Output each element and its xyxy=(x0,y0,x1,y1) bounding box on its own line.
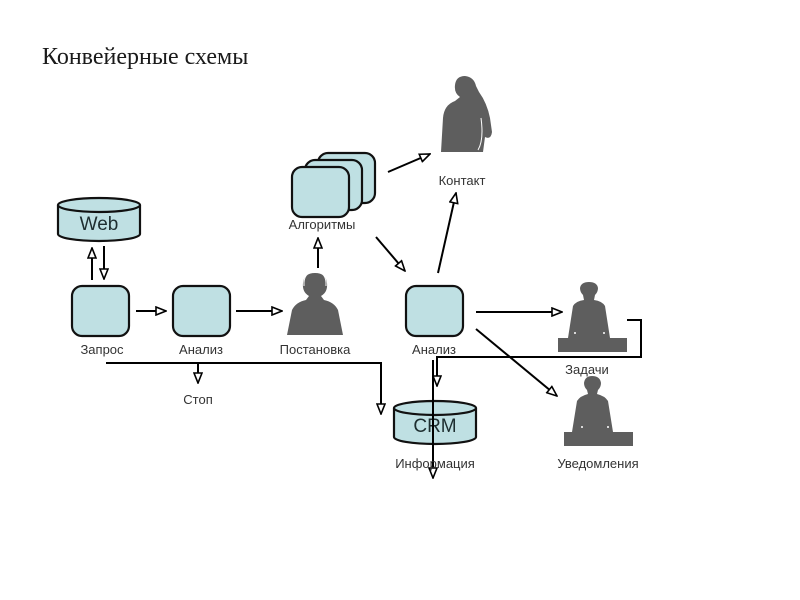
arrow-algorithms-to-contact xyxy=(387,153,430,173)
analysis2-box[interactable] xyxy=(404,284,465,338)
arrow-algorithms-to-analysis2 xyxy=(375,236,405,271)
contact-label: Контакт xyxy=(439,173,486,188)
person-desk-icon-2 xyxy=(564,376,633,446)
analysis2-label: Анализ xyxy=(412,342,456,357)
arrow-analysis2-to-notifications xyxy=(475,328,557,396)
crm-label: CRM xyxy=(413,416,456,437)
analysis1-box[interactable] xyxy=(171,284,232,338)
analysis1-label: Анализ xyxy=(179,342,223,357)
person-phone-icon xyxy=(441,76,492,152)
stacked-documents-icon[interactable] xyxy=(290,151,377,219)
information-label: Информация xyxy=(395,456,475,471)
operator-headset-icon xyxy=(287,271,343,335)
request-box[interactable] xyxy=(70,284,131,338)
page-title: Конвейерные схемы xyxy=(42,44,249,70)
tasks-label: Задачи xyxy=(565,362,609,377)
algorithms-label: Алгоритмы xyxy=(289,217,356,232)
request-label: Запрос xyxy=(80,342,124,357)
arrow-analysis2-to-contact xyxy=(437,193,456,274)
person-desk-icon xyxy=(558,282,627,352)
arrow-tasks-to-crm xyxy=(437,319,642,386)
setting-label: Постановка xyxy=(280,342,351,357)
crm-database[interactable]: CRM xyxy=(392,399,478,446)
notifications-label: Уведомления xyxy=(557,456,638,471)
stop-label: Стоп xyxy=(183,392,212,407)
web-label: Web xyxy=(80,214,119,235)
bus-line-to-crm xyxy=(106,362,381,414)
web-database[interactable]: Web xyxy=(56,196,142,243)
